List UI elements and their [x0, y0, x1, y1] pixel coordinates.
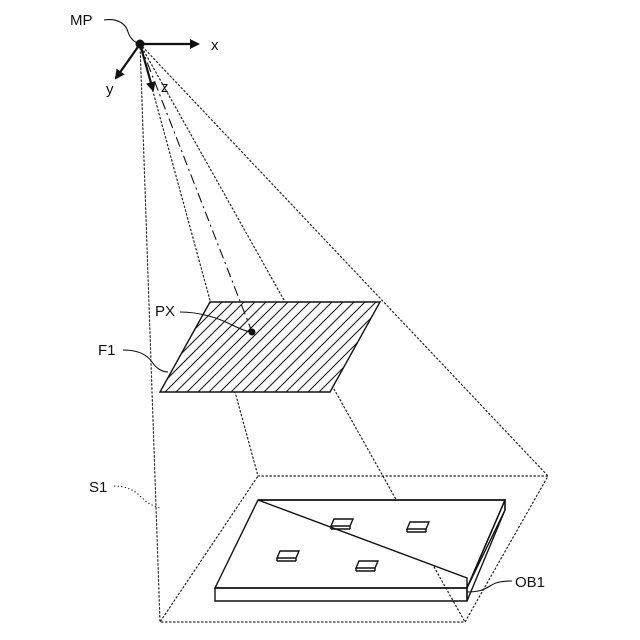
- hatch-line: [430, 292, 540, 402]
- leader-f1: [123, 350, 168, 372]
- hatch-line: [375, 292, 485, 402]
- block-3: [277, 551, 299, 561]
- hatch-line: [386, 292, 496, 402]
- hatch-line: [441, 292, 551, 402]
- label-mp: MP: [70, 12, 93, 29]
- label-ob1: OB1: [515, 574, 545, 591]
- label-s1: S1: [89, 479, 107, 496]
- object-ob1: [215, 500, 505, 601]
- plane-s1: [160, 476, 548, 622]
- label-px: PX: [155, 303, 175, 320]
- projection-center-mp: [136, 40, 145, 49]
- hatch-line: [419, 292, 529, 402]
- optical-ray: [140, 44, 252, 332]
- leader-s1: [114, 486, 160, 508]
- hatch-line: [364, 292, 474, 402]
- ob1-front-face: [215, 588, 467, 601]
- label-x-axis: x: [211, 37, 219, 54]
- hatch-line: [408, 292, 518, 402]
- frustum-edge-back-left: [140, 44, 258, 476]
- label-f1: F1: [98, 342, 116, 359]
- leader-mp: [104, 20, 138, 43]
- label-z-axis: z: [161, 79, 169, 96]
- camera-axes: [116, 40, 198, 91]
- label-y-axis: y: [106, 81, 114, 98]
- ob1-back-fill: [258, 500, 505, 588]
- frustum-edge-front-left: [140, 44, 160, 622]
- frustum-edge-back-right: [140, 44, 548, 476]
- y-axis-arrow: [116, 44, 140, 78]
- hatch-line: [397, 292, 507, 402]
- block-4: [356, 561, 378, 571]
- hatch-line: [452, 292, 562, 402]
